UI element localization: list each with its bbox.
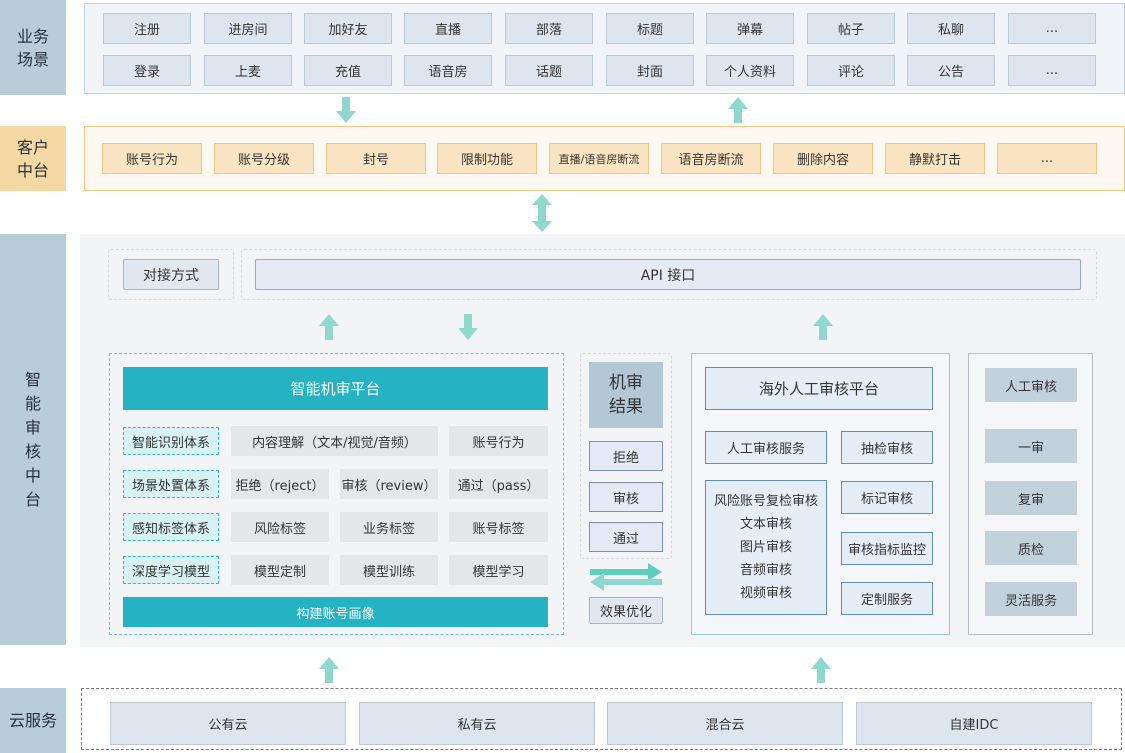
system-chip: 场景处置体系	[123, 470, 219, 498]
integration-label: 对接方式	[123, 259, 219, 290]
result-chip: 通过	[589, 522, 663, 552]
system-chip: 深度学习模型	[123, 556, 219, 584]
capability-chip: 拒绝（reject）	[231, 469, 329, 499]
arrow-down-icon	[458, 314, 478, 340]
human-review-item: 文本审核	[739, 517, 792, 532]
human-review-service: 人工审核服务	[705, 431, 827, 464]
result-chip: 拒绝	[589, 441, 663, 471]
system-chip: 感知标签体系	[123, 513, 219, 541]
arrow-bidirectional-icon	[532, 194, 552, 232]
human-review-item: 视频审核	[739, 586, 792, 601]
scene-chip: 公告	[907, 55, 995, 86]
review-stage-chip: 一审	[985, 429, 1077, 463]
capability-chip: 审核（review）	[340, 469, 438, 499]
review-stage-chip: 质检	[985, 531, 1077, 565]
result-chip: 审核	[589, 482, 663, 512]
account-profile-bar: 构建账号画像	[123, 597, 548, 627]
client-chip: 账号分级	[214, 143, 314, 174]
scene-chip: 弹幕	[706, 13, 794, 44]
capability-chip: 账号标签	[449, 512, 548, 542]
client-chip: 直播/语音房断流	[549, 143, 649, 174]
scene-chip: 上麦	[204, 55, 292, 86]
scene-chip: 直播	[404, 13, 492, 44]
scene-chip: 帖子	[807, 13, 895, 44]
scene-chip: ...	[1008, 55, 1096, 86]
human-review-option: 定制服务	[841, 582, 933, 615]
human-review-option: 标记审核	[841, 481, 933, 514]
arrow-up-icon	[319, 657, 339, 683]
row-label-business: 业务场景	[0, 0, 66, 95]
row-label-client: 客户中台	[0, 126, 66, 191]
human-review-option: 审核指标监控	[841, 532, 933, 565]
scene-chip: 话题	[505, 55, 593, 86]
scene-chip: 注册	[103, 13, 191, 44]
capability-chip: 模型定制	[231, 555, 329, 585]
machine-review-frame	[109, 353, 564, 635]
scene-chip: ...	[1008, 13, 1096, 44]
client-chip: ...	[997, 143, 1097, 174]
cloud-chip: 私有云	[359, 702, 595, 745]
arrow-up-icon	[728, 97, 748, 123]
capability-chip: 风险标签	[231, 512, 329, 542]
swap-arrows-icon	[590, 563, 662, 591]
cloud-chip: 自建IDC	[856, 702, 1092, 745]
capability-chip: 通过（pass）	[449, 469, 548, 499]
human-review-item: 音频审核	[739, 563, 792, 578]
capability-chip: 模型学习	[449, 555, 548, 585]
cloud-chip: 混合云	[607, 702, 843, 745]
machine-result-frame	[580, 353, 672, 559]
cloud-chip: 公有云	[110, 702, 346, 745]
scene-chip: 个人资料	[706, 55, 794, 86]
human-review-item: 图片审核	[739, 540, 792, 555]
client-chip: 语音房断流	[661, 143, 761, 174]
capability-chip: 模型训练	[340, 555, 438, 585]
cloud-services-frame	[81, 688, 1122, 750]
scene-chip: 私聊	[907, 13, 995, 44]
scene-chip: 评论	[807, 55, 895, 86]
scene-chip: 标题	[606, 13, 694, 44]
capability-chip: 内容理解（文本/视觉/音频）	[231, 426, 438, 456]
capability-chip: 业务标签	[340, 512, 438, 542]
arrow-up-icon	[811, 657, 831, 683]
arrow-down-icon	[336, 97, 356, 123]
client-chip: 静默打击	[885, 143, 985, 174]
review-stage-chip: 复审	[985, 481, 1077, 515]
api-interface: API 接口	[255, 259, 1081, 290]
scene-chip: 加好友	[304, 13, 392, 44]
client-chip: 账号行为	[102, 143, 202, 174]
client-chip: 限制功能	[437, 143, 537, 174]
scene-chip: 进房间	[204, 13, 292, 44]
scene-chip: 部落	[505, 13, 593, 44]
scene-chip: 登录	[103, 55, 191, 86]
review-stage-chip: 灵活服务	[985, 582, 1077, 616]
arrow-up-icon	[813, 314, 833, 340]
optimization-label: 效果优化	[589, 597, 663, 624]
integration-frame	[108, 249, 234, 300]
machine-result-title: 机审结果	[589, 362, 663, 428]
human-review-title: 海外人工审核平台	[705, 367, 933, 410]
machine-review-title: 智能机审平台	[123, 367, 548, 410]
human-review-list: 风险账号复检审核 文本审核 图片审核 音频审核 视频审核	[705, 480, 827, 615]
client-chip: 删除内容	[773, 143, 873, 174]
arrow-up-icon	[319, 314, 339, 340]
client-chip: 封号	[326, 143, 426, 174]
capability-chip: 账号行为	[449, 426, 548, 456]
row-label-cloud: 云服务	[0, 688, 66, 753]
review-stage-chip: 人工审核	[985, 368, 1077, 402]
system-chip: 智能识别体系	[123, 427, 219, 455]
scene-chip: 充值	[304, 55, 392, 86]
scene-chip: 语音房	[404, 55, 492, 86]
scene-chip: 封面	[606, 55, 694, 86]
human-review-option: 抽检审核	[841, 431, 933, 464]
api-frame	[241, 249, 1097, 300]
human-review-item: 风险账号复检审核	[713, 494, 818, 509]
row-label-smart: 智能审 核中台	[0, 234, 66, 645]
